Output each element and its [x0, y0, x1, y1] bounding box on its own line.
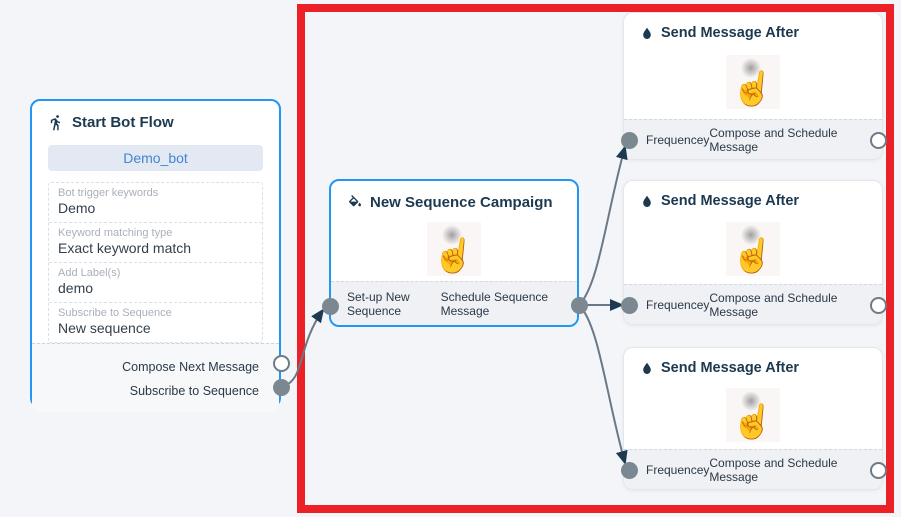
send-node-2-output-port[interactable] [869, 296, 887, 314]
start-node-footer: Compose Next Message Subscribe to Sequen… [32, 343, 279, 412]
hand-cursor-icon: ☝ [729, 67, 777, 111]
campaign-input-label: Set-up New Sequence [347, 289, 410, 318]
new-sequence-campaign-node[interactable]: New Sequence Campaign ☝ Set-up New Seque… [329, 179, 579, 327]
press-highlight [740, 223, 762, 246]
send-output-label: Compose and Schedule Message [709, 125, 838, 154]
send-node-body: ☝ [624, 380, 882, 449]
field-value: Exact keyword match [58, 240, 192, 256]
hand-cursor-icon: ☝ [729, 400, 777, 443]
send-node-header: Send Message After [624, 13, 882, 45]
start-node-header: Start Bot Flow [32, 101, 279, 136]
field-value: Demo [58, 200, 96, 216]
send-node-2-input-port[interactable] [620, 296, 638, 314]
send-input-label: Frequencey [646, 132, 710, 147]
water-droplet-icon [643, 362, 651, 374]
send-node-1-output-port[interactable] [869, 131, 887, 149]
start-node-port-compose-next-message[interactable] [272, 354, 290, 372]
field-value: New sequence [58, 320, 151, 336]
field-add-labels[interactable]: Add Label(s) demo [49, 263, 262, 303]
send-node-header: Send Message After [624, 348, 882, 380]
campaign-node-output-port[interactable] [570, 296, 588, 314]
water-droplet-icon [643, 27, 651, 39]
output-label-subscribe-to-sequence: Subscribe to Sequence [129, 384, 259, 398]
hand-cursor-icon: ☝ [430, 234, 478, 277]
press-highlight [441, 223, 463, 246]
press-highlight [740, 57, 762, 79]
send-input-label: Frequencey [646, 462, 710, 477]
campaign-node-header: New Sequence Campaign [331, 181, 577, 216]
campaign-node-title: New Sequence Campaign [370, 194, 553, 211]
campaign-output-label: Schedule Sequence Message [440, 289, 549, 318]
send-message-after-node-2[interactable]: Send Message After ☝ Frequencey Compose … [623, 180, 883, 325]
walking-person-icon [50, 115, 61, 131]
paint-bucket-icon [348, 194, 361, 206]
send-node-header: Send Message After [624, 181, 882, 213]
send-node-body: ☝ [624, 213, 882, 284]
send-output-label: Compose and Schedule Message [709, 290, 838, 319]
campaign-node-input-port[interactable] [321, 297, 339, 315]
field-label: Bot trigger keywords [58, 187, 159, 199]
send-node-title: Send Message After [661, 193, 800, 209]
field-label: Keyword matching type [58, 227, 173, 239]
send-message-after-node-1[interactable]: Send Message After ☝ Frequencey Compose … [623, 12, 883, 160]
send-node-footer: Frequencey Compose and Schedule Message [624, 449, 882, 489]
send-node-footer: Frequencey Compose and Schedule Message [624, 284, 882, 324]
field-subscribe-to-sequence[interactable]: Subscribe to Sequence New sequence [49, 303, 262, 342]
output-label-compose-next-message: Compose Next Message [122, 360, 259, 374]
start-node-title: Start Bot Flow [72, 114, 174, 131]
field-bot-trigger-keywords[interactable]: Bot trigger keywords Demo [49, 183, 262, 223]
send-node-1-input-port[interactable] [620, 131, 638, 149]
send-input-label: Frequencey [646, 297, 710, 312]
hand-cursor-icon: ☝ [729, 234, 777, 277]
send-node-footer: Frequencey Compose and Schedule Message [624, 119, 882, 159]
send-node-title: Send Message After [661, 25, 800, 41]
send-node-title: Send Message After [661, 360, 800, 376]
send-node-3-input-port[interactable] [620, 461, 638, 479]
start-node-fields: Bot trigger keywords Demo Keyword matchi… [48, 182, 263, 343]
send-configure-area[interactable]: ☝ [726, 221, 780, 277]
start-node-port-subscribe-to-sequence[interactable] [272, 378, 290, 396]
highlight-rectangle [297, 4, 894, 513]
send-configure-area[interactable]: ☝ [726, 387, 780, 443]
field-value: demo [58, 280, 94, 296]
start-bot-flow-node[interactable]: Start Bot Flow Demo_bot Bot trigger keyw… [30, 99, 281, 412]
field-keyword-matching-type[interactable]: Keyword matching type Exact keyword matc… [49, 223, 262, 263]
send-node-3-output-port[interactable] [869, 461, 887, 479]
send-message-after-node-3[interactable]: Send Message After ☝ Frequencey Compose … [623, 347, 883, 490]
water-droplet-icon [643, 195, 651, 207]
press-highlight [740, 389, 762, 412]
campaign-node-footer: Set-up New Sequence Schedule Sequence Me… [331, 281, 577, 325]
send-output-label: Compose and Schedule Message [709, 455, 838, 484]
campaign-configure-area[interactable]: ☝ [427, 221, 481, 277]
send-configure-area[interactable]: ☝ [726, 55, 780, 111]
campaign-node-body: ☝ [331, 216, 577, 281]
send-node-body: ☝ [624, 45, 882, 119]
bot-name-button[interactable]: Demo_bot [48, 145, 263, 171]
field-label: Subscribe to Sequence [58, 307, 172, 319]
field-label: Add Label(s) [58, 267, 121, 279]
